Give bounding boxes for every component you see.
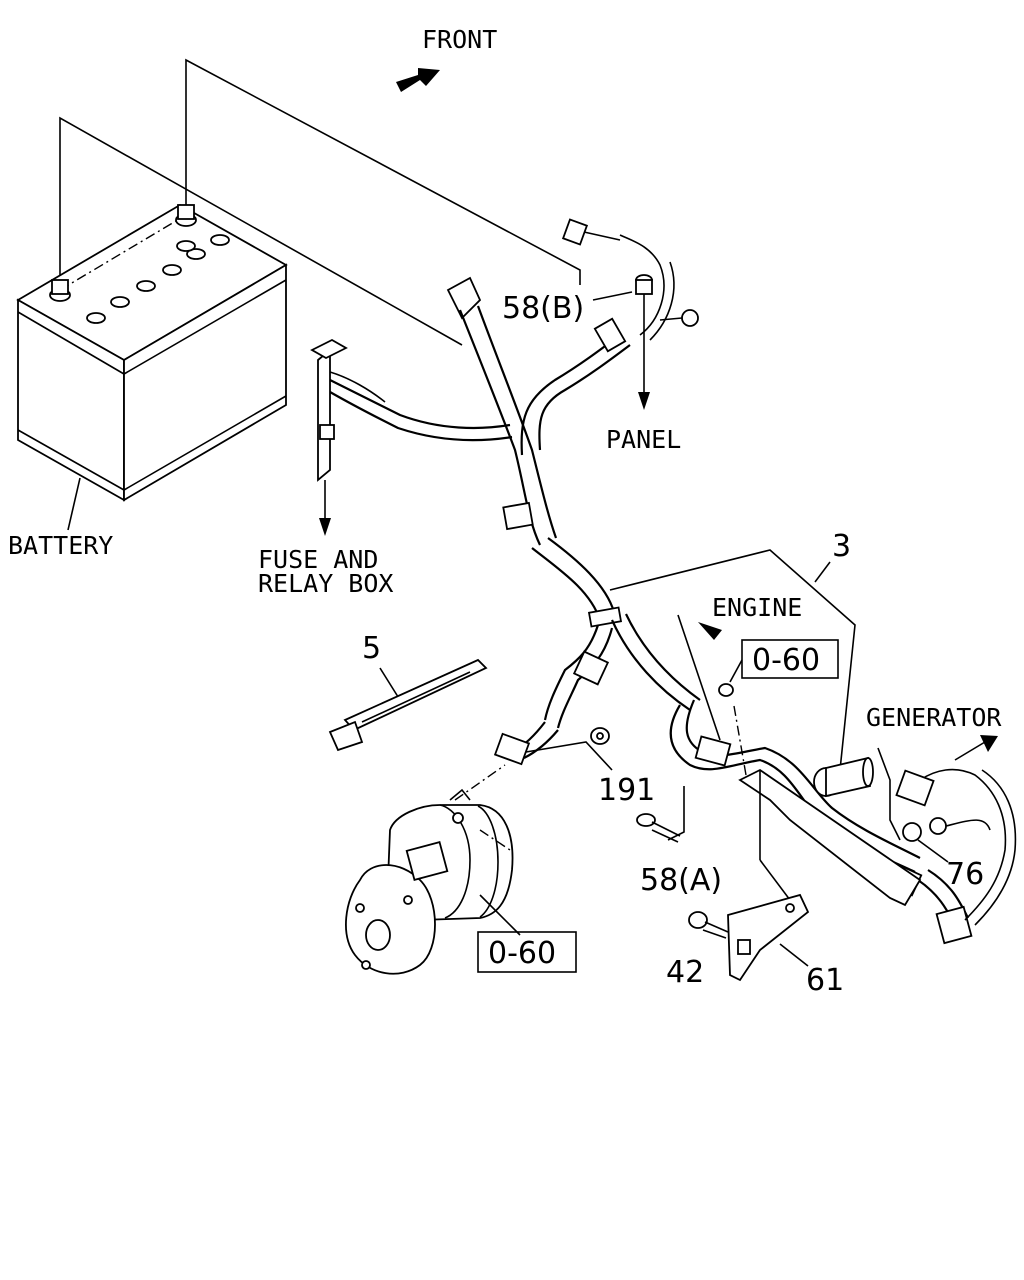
part-5-label: 5	[362, 631, 381, 666]
cable-tie-icon	[328, 658, 488, 752]
panel-label: PANEL	[606, 425, 681, 454]
part-61-label: 61	[806, 963, 844, 998]
battery-label: BATTERY	[8, 531, 113, 560]
front-arrow-icon	[396, 68, 440, 92]
part-3-leader	[609, 549, 856, 771]
battery-leader-lines	[59, 58, 581, 346]
nut-icon	[902, 822, 922, 842]
fuse-cable	[329, 371, 513, 442]
part-58b-label: 58(B)	[502, 291, 584, 326]
fuse-label-line1: FUSE AND	[258, 545, 378, 574]
ref-lower-label: 0-60	[488, 936, 556, 971]
bolt-icon	[688, 911, 729, 939]
nut-icon	[590, 727, 610, 745]
generator-label: GENERATOR	[866, 703, 1002, 732]
ref-box-upper	[741, 639, 839, 679]
bolt-icon	[636, 813, 681, 843]
part-58a-label: 58(A)	[640, 863, 722, 898]
fuse-relay-bracket	[310, 338, 348, 536]
front-label: FRONT	[422, 25, 497, 54]
part-3-label: 3	[832, 529, 851, 564]
ref-upper-label: 0-60	[752, 643, 820, 678]
part-76-label: 76	[946, 857, 984, 892]
starter-motor-icon	[345, 788, 514, 975]
fuse-label-line2: RELAY BOX	[258, 569, 393, 598]
battery-icon	[16, 203, 288, 502]
part-191-label: 191	[598, 773, 655, 808]
terminal-cap-icon	[813, 756, 874, 798]
bracket-icon	[727, 768, 922, 982]
part-42-label: 42	[666, 955, 704, 990]
main-harness-cable	[446, 218, 1017, 945]
bolt-icon	[635, 274, 653, 410]
ref-box-lower	[477, 931, 577, 973]
battery-leader	[67, 477, 81, 531]
engine-label: ENGINE	[712, 593, 802, 622]
